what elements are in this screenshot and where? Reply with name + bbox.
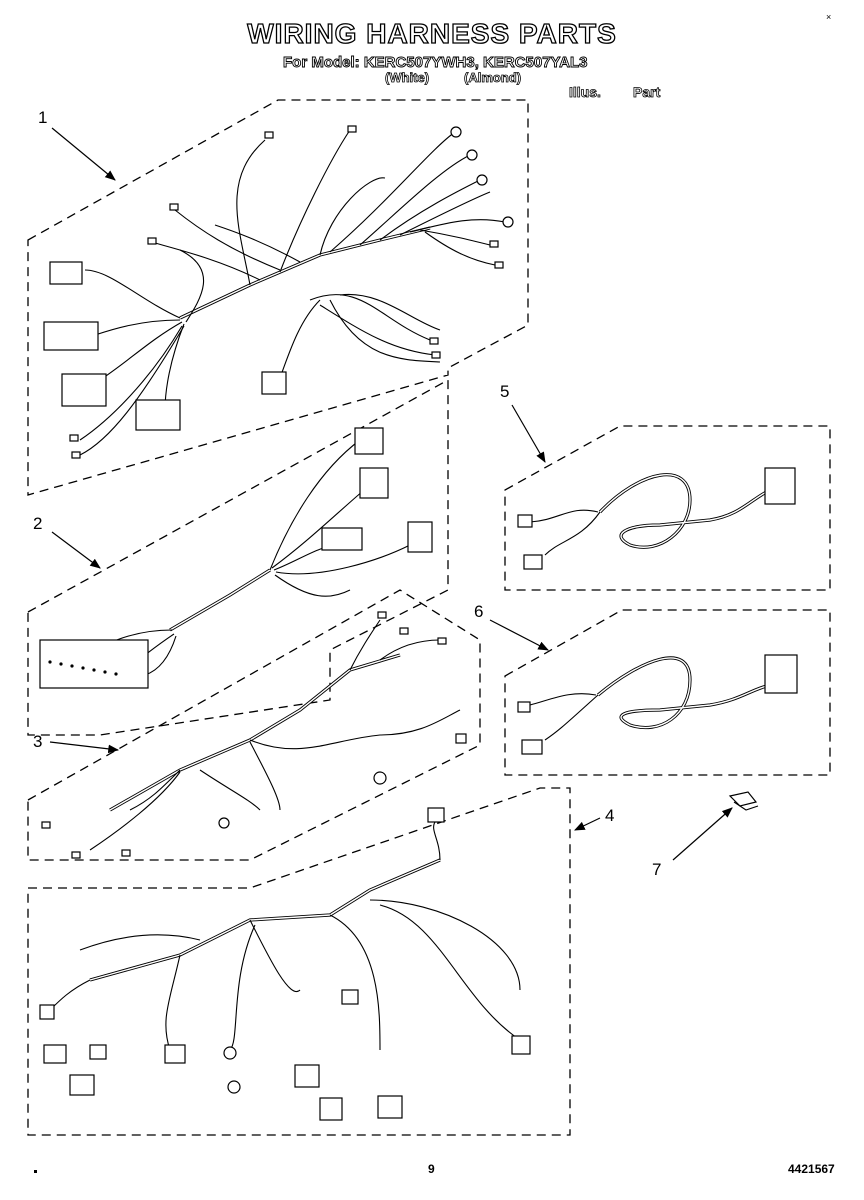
callout-7: 7 bbox=[652, 860, 662, 879]
callout-5: 5 bbox=[500, 382, 510, 401]
corner-dot bbox=[34, 1170, 37, 1173]
part-7-clip bbox=[728, 791, 759, 811]
color-almond-label: (Almond) bbox=[464, 70, 522, 86]
harness-1 bbox=[27, 99, 529, 496]
harness-4 bbox=[27, 787, 571, 1136]
harness-3 bbox=[27, 589, 481, 861]
part-column-header: Part bbox=[633, 84, 661, 101]
document-number: 4421567 bbox=[788, 1162, 835, 1176]
color-white-label: (White) bbox=[385, 70, 430, 86]
callout-1: 1 bbox=[38, 108, 48, 127]
harness-6 bbox=[504, 609, 831, 776]
corner-mark: × bbox=[826, 12, 832, 22]
callout-3: 3 bbox=[33, 732, 43, 751]
page-number: 9 bbox=[428, 1162, 435, 1176]
callout-arrows bbox=[49, 127, 733, 861]
harness-5 bbox=[504, 425, 831, 591]
illus-column-header: Illus. bbox=[569, 84, 602, 101]
harness-2 bbox=[27, 378, 449, 736]
model-line: For Model: KERC507YWH3, KERC507YAL3 bbox=[283, 54, 588, 72]
callout-6: 6 bbox=[474, 602, 484, 621]
callout-4: 4 bbox=[605, 806, 615, 825]
page-title: WIRING HARNESS PARTS bbox=[247, 17, 617, 49]
callout-2: 2 bbox=[33, 514, 43, 533]
